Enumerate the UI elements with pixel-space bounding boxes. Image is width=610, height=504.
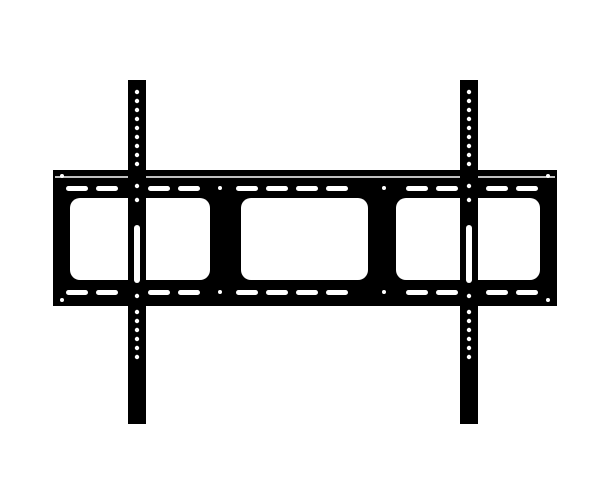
wall-plate-slot [486, 186, 508, 191]
wall-plate-slot [516, 186, 538, 191]
right-arm-long-slot [466, 225, 472, 283]
wall-plate-hole [60, 298, 64, 302]
right-arm-hole [466, 98, 472, 104]
wall-plate-slot [66, 186, 88, 191]
left-arm-hole [134, 183, 140, 189]
left-arm-hole [134, 309, 140, 315]
right-arm-hole [466, 197, 472, 203]
wall-plate-slot [296, 186, 318, 191]
wall-plate-slot [236, 290, 258, 295]
right-arm-hole [466, 116, 472, 122]
left-arm-hole [134, 134, 140, 140]
wall-plate-hole [546, 298, 550, 302]
wall-plate-hole [382, 186, 386, 190]
right-arm-hole [466, 89, 472, 95]
wall-plate-slot [148, 186, 170, 191]
left-arm-hole [134, 152, 140, 158]
left-arm-hole [134, 143, 140, 149]
wall-plate-slot [486, 290, 508, 295]
wall-plate-slot [436, 290, 458, 295]
wall-plate-slot [296, 290, 318, 295]
right-arm-hole [466, 336, 472, 342]
wall-plate-slot [236, 186, 258, 191]
wall-plate-slot [326, 290, 348, 295]
right-arm-hole [466, 125, 472, 131]
wall-plate-slot [436, 186, 458, 191]
right-arm-hole [466, 309, 472, 315]
right-arm-hole [466, 143, 472, 149]
right-arm-hole [466, 354, 472, 360]
vertical-arms [128, 80, 478, 424]
left-arm-hole [134, 98, 140, 104]
right-arm-hole [466, 345, 472, 351]
wall-plate-slot [406, 290, 428, 295]
wall-plate-hole [60, 174, 64, 178]
wall-plate-slot [266, 186, 288, 191]
wall-plate-slot [178, 290, 200, 295]
wall-plate-slot [96, 186, 118, 191]
left-arm-hole [134, 327, 140, 333]
left-arm-hole [134, 293, 140, 299]
left-arm-hole [134, 345, 140, 351]
right-arm-hole [466, 161, 472, 167]
wall-plate-hole [546, 174, 550, 178]
wall-plate-slot [516, 290, 538, 295]
left-arm-hole [134, 89, 140, 95]
wall-plate-slot [406, 186, 428, 191]
left-arm-hole [134, 318, 140, 324]
wall-plate-slot [66, 290, 88, 295]
right-arm-hole [466, 152, 472, 158]
right-arm-hole [466, 327, 472, 333]
left-arm-hole [134, 336, 140, 342]
left-arm-hole [134, 125, 140, 131]
wall-plate-slot [96, 290, 118, 295]
wall-plate-slot [178, 186, 200, 191]
wall-plate-window-center [241, 198, 368, 280]
wall-plate-slot [148, 290, 170, 295]
left-arm-hole [134, 107, 140, 113]
right-arm-hole [466, 318, 472, 324]
left-arm-hole [134, 354, 140, 360]
wall-plate-hole [218, 290, 222, 294]
wall-plate-slots [60, 174, 550, 302]
right-arm-hole [466, 107, 472, 113]
right-arm-hole [466, 183, 472, 189]
wall-plate-hole [382, 290, 386, 294]
wall-plate-slot [266, 290, 288, 295]
right-arm-hole [466, 134, 472, 140]
left-arm-hole [134, 161, 140, 167]
right-arm-hole [466, 293, 472, 299]
left-arm-long-slot [134, 225, 140, 283]
left-arm-hole [134, 197, 140, 203]
arm-holes [134, 89, 472, 360]
wall-plate-hole [218, 186, 222, 190]
left-arm-hole [134, 116, 140, 122]
wall-plate-slot [326, 186, 348, 191]
